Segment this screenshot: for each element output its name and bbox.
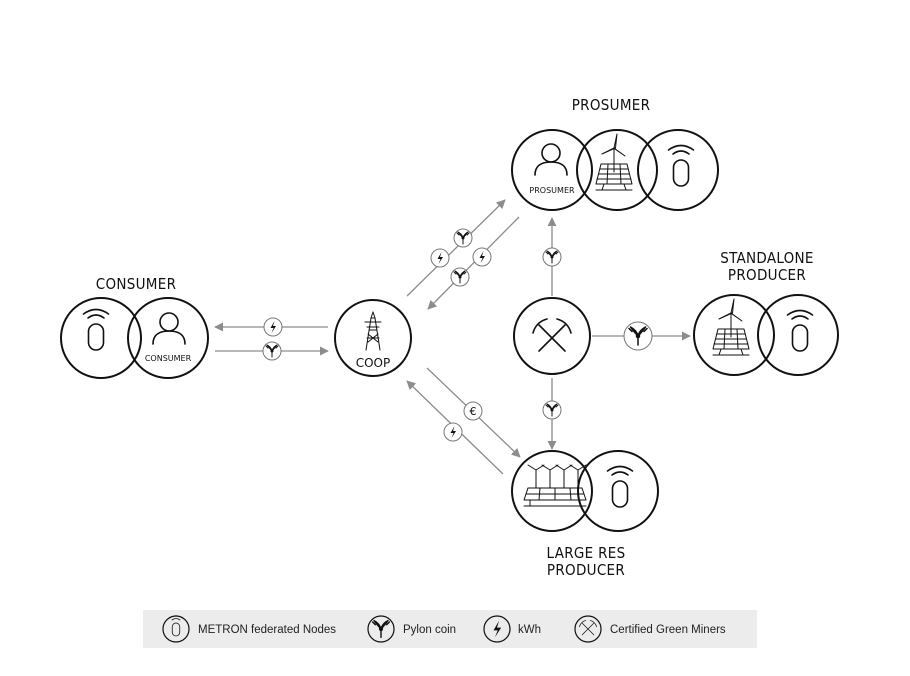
prosumer-title: PROSUMER	[572, 96, 651, 114]
euro-symbol: €	[470, 405, 477, 418]
badge-kwh-consumer	[263, 317, 283, 337]
badge-pylon-prosumer-1	[453, 228, 473, 248]
prosumer-inner-label: PROSUMER	[529, 186, 575, 195]
legend-kwh-icon	[483, 615, 511, 643]
prosumer-node-ring	[637, 129, 719, 211]
legend-kwh-label: kWh	[518, 624, 541, 636]
standalone-title-line2: PRODUCER	[728, 266, 806, 284]
legend-pylon-label: Pylon coin	[403, 624, 456, 636]
standalone-title-line1: STANDALONE	[720, 249, 814, 267]
metron-node-icon	[82, 308, 110, 351]
wind-solar-icon	[595, 133, 633, 191]
wind-farm-icon	[523, 464, 587, 507]
standalone-windsolar-ring	[693, 294, 775, 376]
power-pylon-icon	[364, 311, 382, 351]
consumer-person-ring	[127, 297, 209, 379]
badge-pylon-miner-right	[623, 321, 653, 351]
consumer-title: CONSUMER	[96, 275, 177, 293]
legend-node-icon	[162, 615, 190, 643]
metron-node-icon	[786, 309, 814, 352]
badge-pylon-prosumer-2	[450, 267, 470, 287]
coop-ring	[334, 299, 412, 377]
person-icon	[534, 143, 568, 176]
standalone-node-ring	[757, 294, 839, 376]
prosumer-node: PROSUMER PROSUMER	[511, 96, 719, 211]
wind-solar-icon	[712, 298, 750, 356]
consumer-inner-label: CONSUMER	[145, 354, 192, 363]
metron-node-icon	[667, 144, 695, 187]
badge-pylon-miner-up	[542, 247, 562, 267]
badge-euro-large: €	[463, 401, 483, 421]
consumer-node-ring	[60, 297, 142, 379]
badge-kwh-prosumer-2	[472, 247, 492, 267]
arrow-prosumer-to-coop	[427, 216, 520, 310]
badge-kwh-prosumer-1	[430, 248, 450, 268]
legend-nodes-label: METRON federated Nodes	[198, 624, 336, 636]
large-title-line2: PRODUCER	[547, 561, 625, 579]
metron-node-icon	[606, 465, 634, 508]
badge-pylon-consumer	[262, 341, 282, 361]
pickaxe-icon	[532, 318, 572, 352]
coop-node: COOP	[334, 299, 412, 377]
legend-miners-label: Certified Green Miners	[610, 624, 726, 636]
legend-pylon-icon	[367, 615, 395, 643]
badge-pylon-miner-down	[542, 400, 562, 420]
miner-ring	[513, 297, 591, 375]
coop-label: COOP	[356, 356, 391, 370]
large-title-line1: LARGE RES	[547, 544, 626, 562]
badge-kwh-large	[443, 422, 463, 442]
person-icon	[152, 312, 186, 345]
large-node-ring	[577, 450, 659, 532]
legend-miner-icon	[574, 615, 602, 643]
large-windsolar-ring	[511, 450, 593, 532]
standalone-producer-node: STANDALONE PRODUCER	[693, 249, 839, 376]
flow-badges: €	[262, 228, 653, 442]
legend-background	[143, 610, 757, 648]
prosumer-windsolar-ring	[576, 129, 658, 211]
miner-node	[513, 297, 591, 375]
large-res-producer-node: LARGE RES PRODUCER	[511, 450, 659, 579]
arrow-coop-to-prosumer	[406, 199, 506, 297]
prosumer-person-ring	[511, 129, 593, 211]
legend: METRON federated Nodes Pylon coin kWh Ce…	[143, 610, 757, 648]
consumer-node: CONSUMER CONSUMER	[60, 275, 209, 379]
